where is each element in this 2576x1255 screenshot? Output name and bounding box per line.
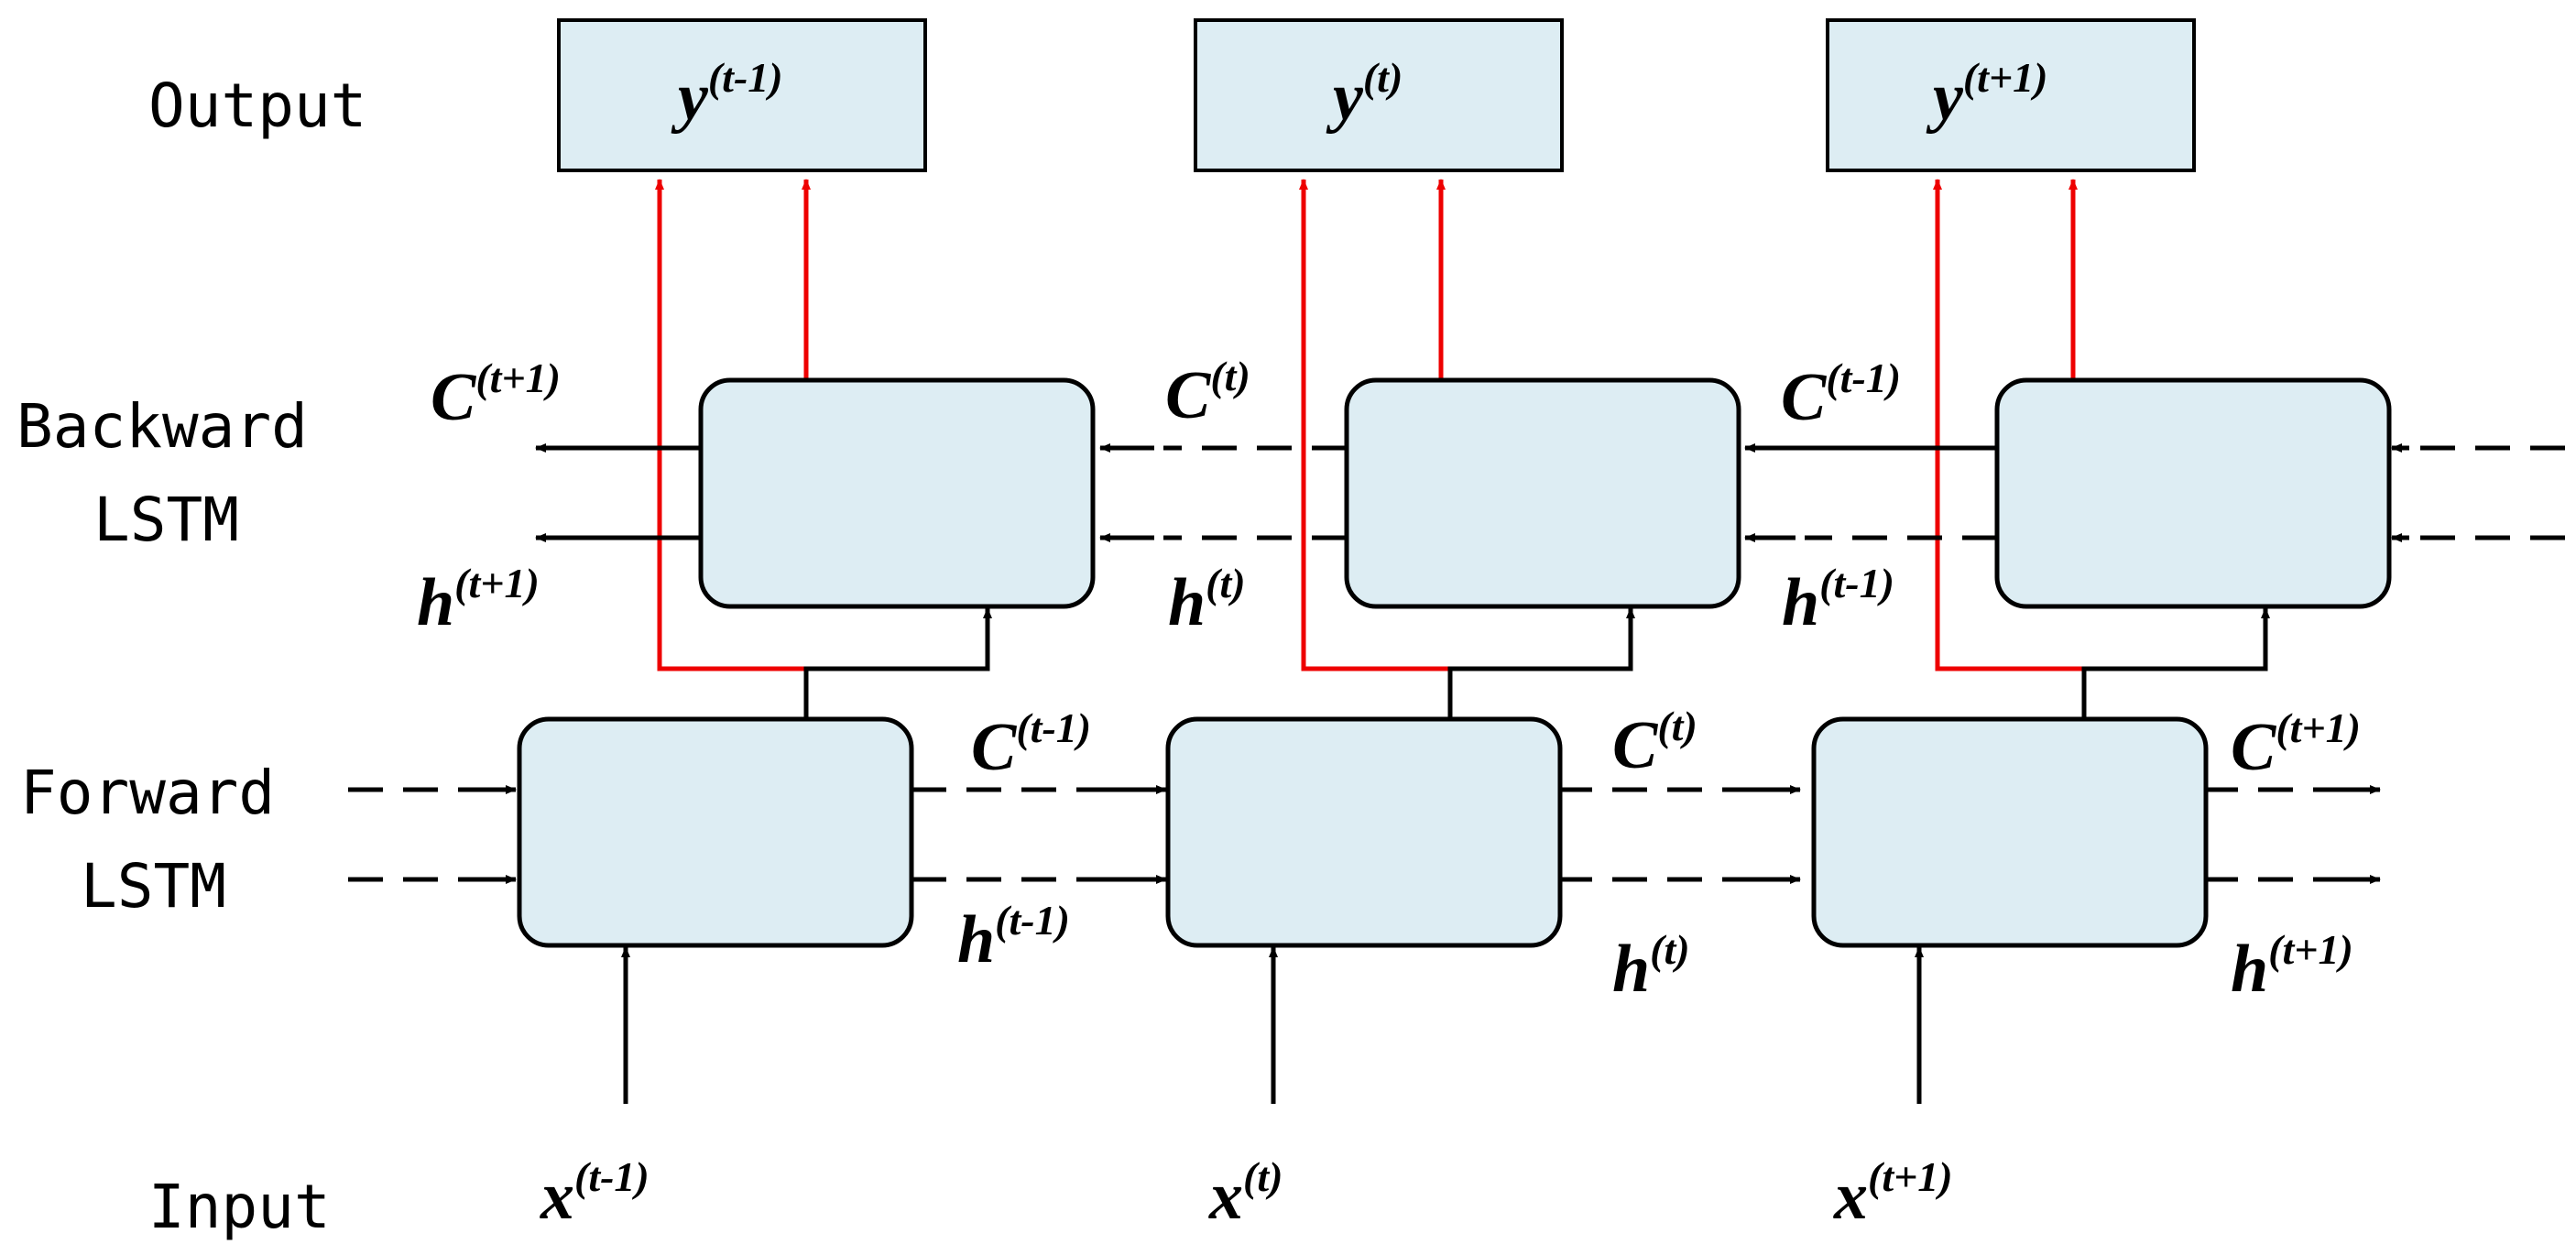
output-box-1: y(t-1) xyxy=(557,18,927,172)
forward-h-label-1: h(t-1) xyxy=(957,897,1070,977)
output-label-3: y(t+1) xyxy=(1926,54,2048,135)
backward-h-label-2: h(t) xyxy=(1168,560,1246,640)
forward-cell-1 xyxy=(517,716,914,948)
backward-cell-1 xyxy=(698,377,1096,609)
backward-h-label-1: h(t+1) xyxy=(417,560,540,640)
row-label-forward-lstm: LSTM xyxy=(81,851,226,922)
forward-to-backward-connections xyxy=(803,607,2270,719)
forward-links xyxy=(348,785,2381,884)
backward-cell-3 xyxy=(1994,377,2392,609)
backward-c-label-3: C(t-1) xyxy=(1781,355,1901,435)
row-label-input: Input xyxy=(148,1172,331,1242)
forward-cell-3 xyxy=(1811,716,2209,948)
backward-c-label-1: C(t+1) xyxy=(431,355,561,435)
forward-c-label-2: C(t) xyxy=(1612,703,1697,783)
forward-c-label-1: C(t-1) xyxy=(971,704,1091,785)
input-label-2: x(t) xyxy=(1208,1153,1283,1234)
row-label-output: Output xyxy=(148,71,366,141)
row-label-backward-lstm: LSTM xyxy=(93,485,239,555)
forward-h-label-2: h(t) xyxy=(1612,926,1690,1007)
output-box-3: y(t+1) xyxy=(1826,18,2196,172)
backward-h-label-3: h(t-1) xyxy=(1782,560,1894,640)
output-box-2: y(t) xyxy=(1194,18,1564,172)
input-label-1: x(t-1) xyxy=(540,1153,649,1234)
backward-cell-2 xyxy=(1344,377,1741,609)
backward-c-label-2: C(t) xyxy=(1165,353,1250,433)
input-arrows xyxy=(621,946,1924,1104)
forward-c-label-3: C(t+1) xyxy=(2231,704,2361,785)
forward-h-label-3: h(t+1) xyxy=(2231,926,2353,1007)
input-label-3: x(t+1) xyxy=(1833,1153,1953,1234)
row-label-forward: Forward xyxy=(20,758,275,828)
output-connections xyxy=(655,179,2084,671)
row-label-backward: Backward xyxy=(16,391,308,462)
forward-cell-2 xyxy=(1165,716,1563,948)
backward-links xyxy=(535,443,2565,542)
